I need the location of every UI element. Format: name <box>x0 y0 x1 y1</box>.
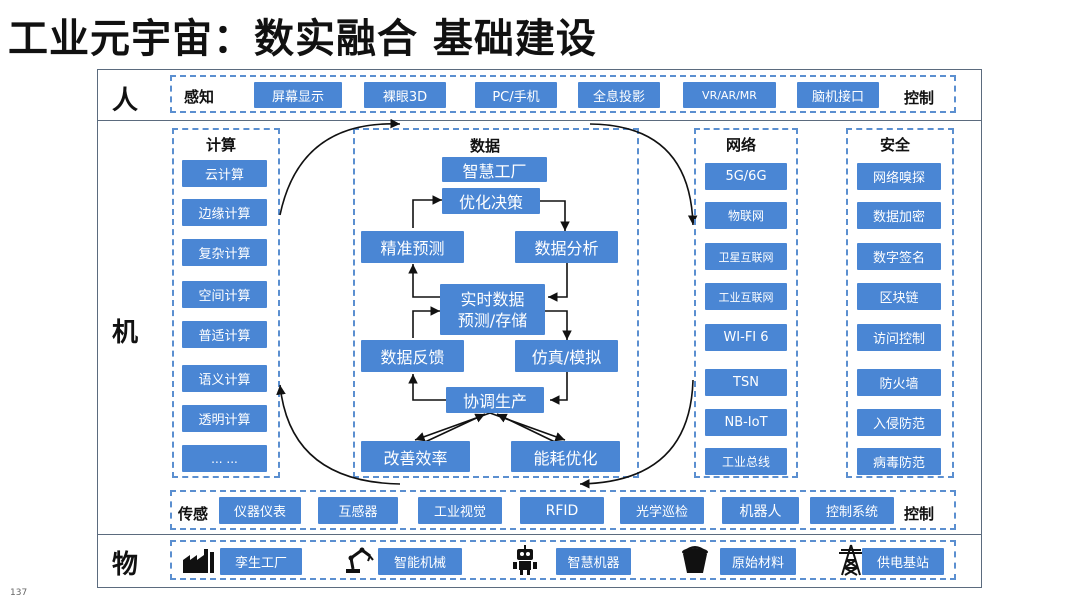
sensing-item: 机器人 <box>722 497 799 524</box>
compute-item: 语义计算 <box>182 365 267 392</box>
compute-item: 普适计算 <box>182 321 267 348</box>
data-label: 数据 <box>470 137 501 155</box>
security-item: 区块链 <box>857 283 941 310</box>
perception-panel <box>170 75 956 113</box>
perception-item: 裸眼3D <box>364 82 446 108</box>
network-item: 物联网 <box>705 202 787 229</box>
compute-item: 云计算 <box>182 160 267 187</box>
network-item: 卫星互联网 <box>705 243 787 270</box>
network-item: NB-IoT <box>705 409 787 436</box>
node-realtime-data: 实时数据 预测/存储 <box>440 284 545 335</box>
sensing-item: RFID <box>520 497 604 524</box>
row-label-thing: 物 <box>112 550 139 580</box>
bucket-icon <box>677 544 713 576</box>
node-smart-factory: 智慧工厂 <box>442 157 547 182</box>
sensing-control-label: 控制 <box>904 505 935 523</box>
security-item: 数字签名 <box>857 243 941 270</box>
factory-icon <box>181 545 217 575</box>
arrow-analysis-to-realtime <box>548 263 568 302</box>
compute-item: ... ... <box>182 445 267 472</box>
compute-item: 空间计算 <box>182 281 267 308</box>
page-number: 137 <box>10 588 28 598</box>
sensing-item: 控制系统 <box>810 497 894 524</box>
node-precise-predict: 精准预测 <box>361 231 464 263</box>
sensing-item: 互感器 <box>318 497 398 524</box>
things-item: 孪生工厂 <box>220 548 302 575</box>
data-panel <box>353 128 639 478</box>
network-item: 工业互联网 <box>705 283 787 310</box>
perception-item: 脑机接口 <box>797 82 879 108</box>
compute-item: 边缘计算 <box>182 199 267 226</box>
node-simulation: 仿真/模拟 <box>515 340 618 372</box>
arrow-realtime-to-simulation <box>545 310 572 340</box>
node-coordination: 协调生产 <box>446 387 544 413</box>
power-tower-icon <box>834 543 868 577</box>
security-item: 病毒防范 <box>857 448 941 475</box>
security-item: 入侵防范 <box>857 409 941 436</box>
arrow-predict-to-decision <box>412 195 442 228</box>
row-label-machine: 机 <box>112 318 139 348</box>
perception-item: VR/AR/MR <box>683 82 776 108</box>
perception-item: 屏幕显示 <box>254 82 342 108</box>
arrow-realtime-to-predict <box>408 264 440 298</box>
perception-item: PC/手机 <box>475 82 557 108</box>
arrow-decision-to-analysis <box>540 200 570 231</box>
security-item: 防火墙 <box>857 369 941 396</box>
sensing-item: 工业视觉 <box>418 497 502 524</box>
arrow-feedback-to-realtime <box>412 306 440 338</box>
arrow-coordination-to-feedback <box>408 374 446 401</box>
security-panel <box>846 128 954 478</box>
network-panel <box>694 128 798 478</box>
network-item: TSN <box>705 369 787 396</box>
network-item: 5G/6G <box>705 163 787 190</box>
sensing-item: 光学巡检 <box>620 497 704 524</box>
compute-label: 计算 <box>206 136 237 154</box>
row-divider-bottom <box>97 534 982 535</box>
cycle-arrow-right <box>589 123 698 226</box>
perception-item: 全息投影 <box>578 82 660 108</box>
security-item: 访问控制 <box>857 324 941 351</box>
arrow-efficiency-to-coordination <box>424 413 486 443</box>
network-item: 工业总线 <box>705 448 787 475</box>
page-title: 工业元宇宙：数实融合 基础建设 <box>8 16 597 62</box>
node-data-feedback: 数据反馈 <box>361 340 464 372</box>
compute-item: 透明计算 <box>182 405 267 432</box>
sensing-item: 仪器仪表 <box>219 497 301 524</box>
node-data-analysis: 数据分析 <box>515 231 618 263</box>
outer-frame <box>97 69 982 588</box>
node-energy-optimize: 能耗优化 <box>511 441 620 472</box>
compute-panel <box>172 128 280 478</box>
security-item: 网络嗅探 <box>857 163 941 190</box>
row-label-human: 人 <box>112 86 139 116</box>
things-item: 原始材料 <box>720 548 796 575</box>
network-label: 网络 <box>726 136 757 154</box>
arrow-simulation-to-coordination <box>550 372 568 405</box>
row-divider-top <box>97 120 982 121</box>
things-item: 智慧机器 <box>556 548 631 575</box>
security-label: 安全 <box>880 136 911 154</box>
cycle-arrow-bottom <box>579 379 694 489</box>
things-item: 智能机械 <box>378 548 462 575</box>
perception-label: 感知 <box>184 88 215 106</box>
cycle-arrow-top <box>279 118 401 216</box>
security-item: 数据加密 <box>857 202 941 229</box>
sensing-label: 传感 <box>178 505 209 523</box>
network-item: WI-FI 6 <box>705 324 787 351</box>
perception-control-label: 控制 <box>904 89 935 107</box>
node-improve-efficiency: 改善效率 <box>361 441 470 472</box>
arrow-coordination-to-energy <box>489 412 566 442</box>
things-panel <box>170 540 956 580</box>
sensing-panel <box>170 490 956 530</box>
cycle-arrow-left <box>276 384 401 485</box>
arrow-energy-to-coordination <box>496 413 556 443</box>
robot-arm-icon <box>341 545 377 575</box>
compute-item: 复杂计算 <box>182 239 267 266</box>
robot-icon <box>507 543 543 577</box>
things-item: 供电基站 <box>862 548 944 575</box>
node-optimize-decision: 优化决策 <box>442 188 540 214</box>
